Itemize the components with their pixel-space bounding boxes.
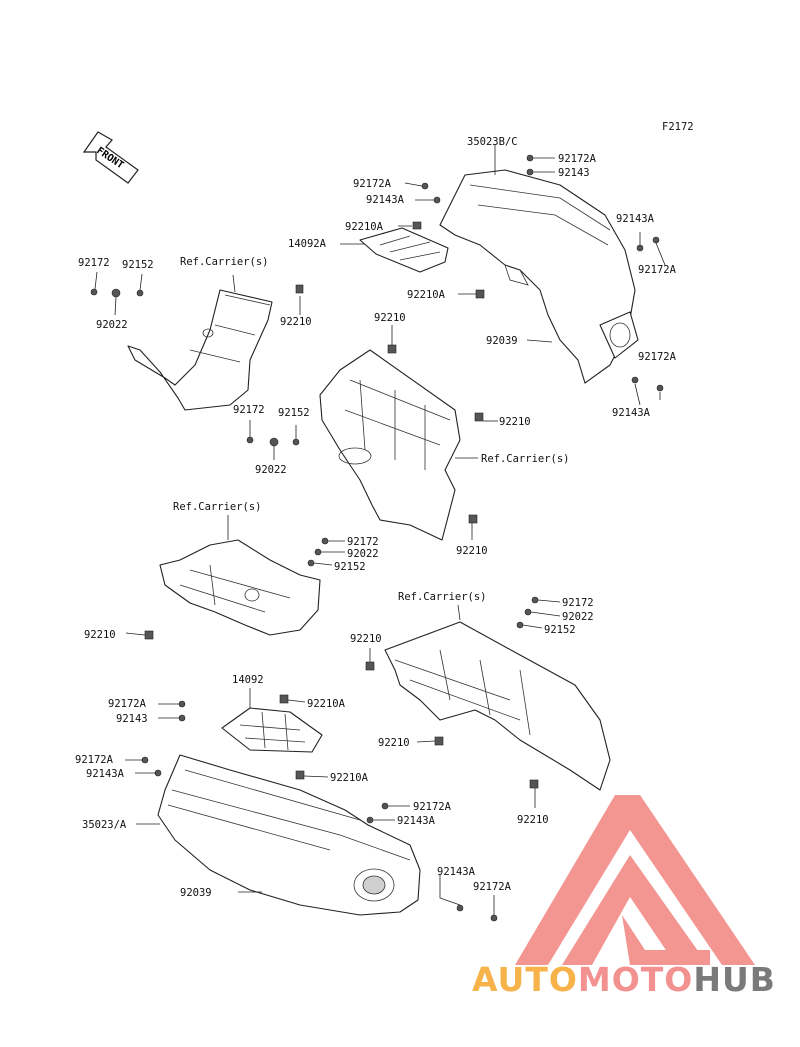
- watermark-moto: MOTO: [577, 960, 694, 999]
- left-panel-middle: [159, 539, 321, 636]
- part-label: 92210: [280, 316, 312, 328]
- leader-lines: [94, 145, 666, 915]
- mud-guard: [221, 707, 323, 753]
- part-label: 35023B/C: [467, 136, 518, 148]
- part-label: 92022: [255, 464, 287, 476]
- part-label: 92172A: [75, 754, 114, 766]
- part-label: 92172A: [473, 881, 512, 893]
- part-label: 92152: [334, 561, 366, 573]
- part-label: 92172: [562, 597, 594, 609]
- part-label: 92152: [122, 259, 154, 271]
- part-label: 92143: [558, 167, 590, 179]
- part-label: 92210: [350, 633, 382, 645]
- part-label: 92210: [499, 416, 531, 428]
- part-label: 92172: [78, 257, 110, 269]
- watermark-logo: [515, 795, 755, 965]
- part-label: 35023/A: [82, 819, 127, 831]
- part-label: 92210: [456, 545, 488, 557]
- part-label: 92022: [96, 319, 128, 331]
- mud-guard-a: [359, 227, 449, 273]
- part-label: 92143A: [86, 768, 125, 780]
- part-label: 92172A: [638, 351, 677, 363]
- fasteners: [90, 154, 664, 922]
- part-label: 92210: [374, 312, 406, 324]
- right-tray: [384, 621, 611, 791]
- watermark-hub: HUB: [693, 960, 776, 999]
- part-label: 92143: [116, 713, 148, 725]
- watermark-text: AUTOMOTOHUB: [472, 960, 798, 1010]
- left-panel-upper: [127, 289, 273, 411]
- part-label: 92143A: [612, 407, 651, 419]
- center-tray: [319, 349, 461, 541]
- part-label: 92039: [180, 887, 212, 899]
- part-label: 92039: [486, 335, 518, 347]
- part-label: 92210: [517, 814, 549, 826]
- part-label: 92172A: [638, 264, 677, 276]
- part-label: 14092: [232, 674, 264, 686]
- part-label: 92143A: [437, 866, 476, 878]
- part-label: 92210A: [345, 221, 384, 233]
- part-label: Ref.Carrier(s): [180, 256, 269, 268]
- part-label: 92172A: [353, 178, 392, 190]
- part-label: 92210: [84, 629, 116, 641]
- part-label: Ref.Carrier(s): [398, 591, 487, 603]
- part-label: 92022: [347, 548, 379, 560]
- part-label: Ref.Carrier(s): [481, 453, 570, 465]
- part-label: 92172A: [108, 698, 147, 710]
- part-label: 92210A: [407, 289, 446, 301]
- part-label: 14092A: [288, 238, 327, 250]
- part-label: 92022: [562, 611, 594, 623]
- part-labels: 35023B/C 92172A 92143 92172A 92143A 9221…: [75, 136, 677, 899]
- part-label: 92172A: [413, 801, 452, 813]
- part-label: 92210A: [307, 698, 346, 710]
- part-label: 92152: [544, 624, 576, 636]
- front-arrow: FRONT: [82, 131, 139, 184]
- rear-fender-b: [439, 169, 639, 384]
- rear-fender-a: [157, 754, 421, 916]
- part-label: 92143A: [616, 213, 655, 225]
- part-label: 92172: [347, 536, 379, 548]
- part-label: Ref.Carrier(s): [173, 501, 262, 513]
- part-label: 92143A: [397, 815, 436, 827]
- part-label: 92143A: [366, 194, 405, 206]
- part-label: 92210A: [330, 772, 369, 784]
- watermark-auto: AUTO: [472, 960, 578, 999]
- part-label: 92172: [233, 404, 265, 416]
- figure-code: F2172: [662, 121, 694, 133]
- part-label: 92152: [278, 407, 310, 419]
- part-label: 92210: [378, 737, 410, 749]
- part-label: 92172A: [558, 153, 597, 165]
